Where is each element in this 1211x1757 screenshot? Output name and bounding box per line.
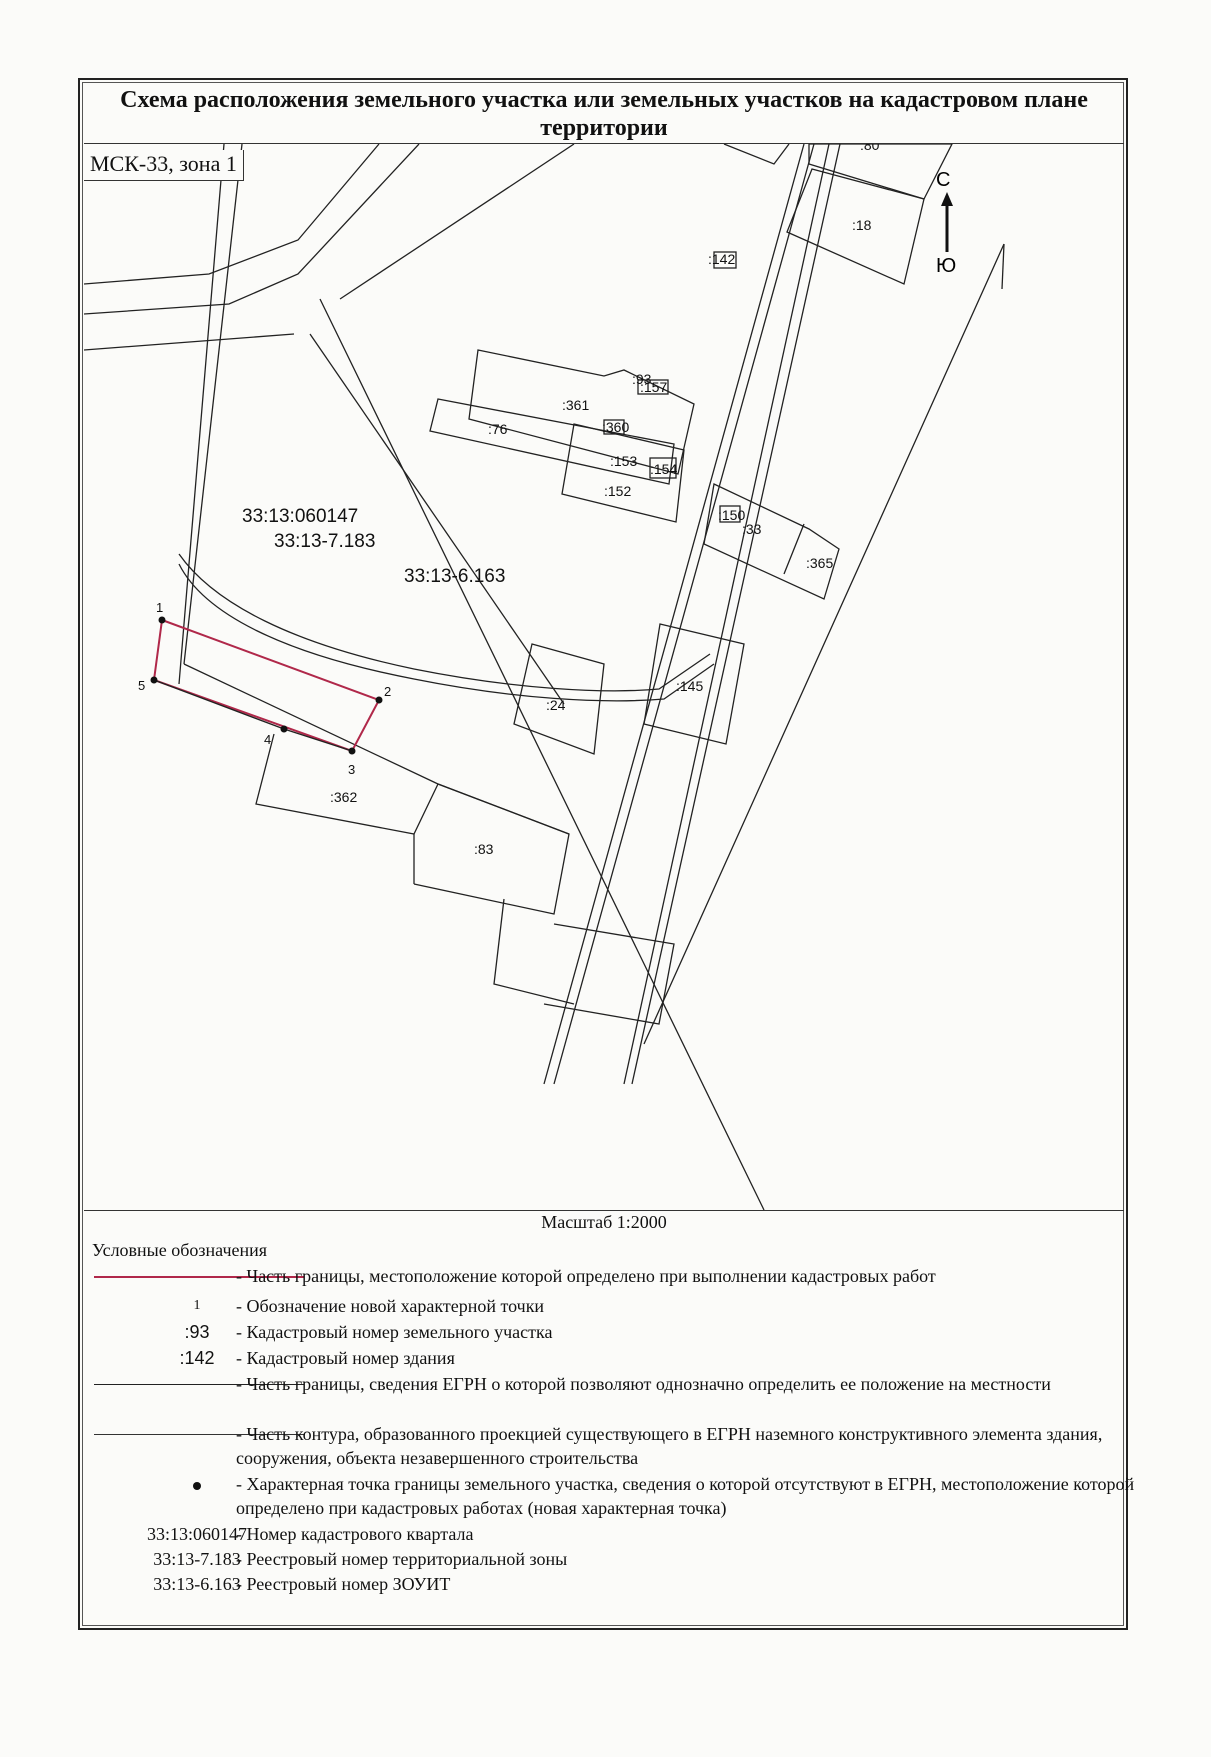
parcel-outline [513, 643, 605, 755]
railway-line [631, 144, 841, 1085]
parcel-outline [437, 783, 570, 835]
road-line [178, 553, 711, 692]
building-label: :150 [718, 507, 745, 523]
legend-red-line-icon [94, 1276, 304, 1278]
building-label: :360 [602, 419, 629, 435]
boundary-line [183, 144, 243, 665]
building-outline [649, 457, 677, 479]
building-outline [713, 251, 737, 269]
point-label: 2 [384, 684, 391, 699]
parcel-label: :83 [474, 841, 494, 857]
legend-text: - Кадастровый номер здания [236, 1348, 455, 1368]
point-label: 1 [156, 600, 163, 615]
parcel-outline [183, 663, 439, 785]
coordinate-system-label: МСК-33, зона 1 [84, 150, 244, 181]
boundary-line [309, 333, 565, 705]
parcel-outline [493, 898, 575, 1005]
zouit-label: 33:13-6.163 [404, 566, 505, 587]
scale-label: Масштаб 1:2000 [84, 1210, 1124, 1235]
road-line [178, 563, 715, 702]
legend-text: - Часть границы, местоположение которой … [236, 1266, 936, 1286]
parcel-outline [786, 168, 925, 285]
legend-black-line-icon [94, 1384, 304, 1385]
point-marker [280, 725, 288, 733]
road-line [84, 144, 380, 285]
page-title: Схема расположения земельного участка ил… [84, 84, 1124, 144]
railway-line [543, 144, 805, 1085]
parcel-label: :361 [562, 397, 589, 413]
parcel-label: :76 [488, 421, 508, 437]
railway-line [553, 144, 815, 1085]
railway-line [623, 144, 830, 1085]
boundary-line [643, 243, 1005, 1045]
parcel-label: :93 [632, 371, 652, 387]
legend-symbol: :142 [179, 1348, 215, 1368]
point-marker [158, 616, 166, 624]
zone-label: 33:13-7.183 [274, 531, 375, 552]
legend-title: Условные обозначения [92, 1240, 268, 1260]
parcel-outline [543, 923, 675, 1025]
building-label: :154 [650, 461, 677, 477]
inner-frame [82, 82, 1124, 1626]
legend-text: - Номер кадастрового квартала [236, 1524, 474, 1544]
legend-symbol: :93 [184, 1322, 210, 1342]
parcel-outline [468, 349, 695, 475]
parcel-label: :33 [742, 521, 762, 537]
road-line [84, 144, 420, 315]
legend-text: - Часть границы, сведения ЕГРН о которой… [236, 1374, 1051, 1394]
north-arrow: С Ю [936, 169, 956, 277]
legend-dot-icon [92, 1472, 302, 1496]
building-outline [637, 379, 669, 395]
legend-text: - Обозначение новой характерной точки [236, 1296, 545, 1316]
parcel-label: :365 [806, 555, 833, 571]
parcel-outline [808, 144, 953, 200]
parcel-outline [561, 423, 685, 523]
parcel-outline [703, 483, 840, 600]
parcel-outline [643, 623, 745, 745]
quarter-label: 33:13:060147 [242, 506, 358, 527]
legend-symbol: 1 [193, 1298, 201, 1313]
boundary-line [339, 144, 575, 300]
boundary-line [319, 298, 765, 1210]
legend-thin-line-icon [94, 1434, 304, 1435]
legend-symbol: 33:13:060147 [146, 1524, 247, 1544]
building-label: :157 [640, 379, 667, 395]
legend-text: - Часть контура, образованного проекцией… [236, 1424, 1103, 1468]
parcel-label: :24 [546, 697, 566, 713]
legend-symbol: 33:13-6.163 [153, 1574, 241, 1594]
legend-text: - Реестровый номер ЗОУИТ [236, 1574, 451, 1594]
point-label: 3 [348, 762, 355, 777]
outer-frame [78, 78, 1128, 1630]
building-outline [719, 505, 741, 523]
legend-symbol: 33:13-7.183 [153, 1549, 241, 1569]
point-label: 5 [138, 678, 145, 693]
point-marker [375, 696, 383, 704]
parcel-label: :362 [330, 789, 357, 805]
point-label: 4 [264, 732, 271, 747]
parcel-label: :18 [852, 217, 872, 233]
legend-text: - Характерная точка границы земельного у… [236, 1474, 1135, 1518]
building-label: :142 [708, 251, 735, 267]
legend-text: - Реестровый номер территориальной зоны [236, 1549, 568, 1569]
parcel-label: :80 [860, 144, 880, 153]
parcel-outline [723, 144, 790, 165]
compass-south-label: Ю [936, 255, 956, 277]
parcel-label: :145 [676, 678, 703, 694]
parcel-label: :152 [604, 483, 631, 499]
cadastral-map: 1 2 3 4 5 :80 :18 :361 :93 :76 :153 :152… [84, 144, 1005, 1210]
boundary-line [1001, 243, 1005, 290]
building-outline [603, 419, 625, 435]
compass-north-label: С [936, 169, 950, 191]
point-marker [150, 676, 158, 684]
road-line [84, 333, 295, 351]
legend-text: - Кадастровый номер земельного участка [236, 1322, 553, 1342]
parcel-label: :153 [610, 453, 637, 469]
parcel-outline [255, 733, 439, 835]
boundary-line [178, 144, 225, 685]
point-marker [348, 747, 356, 755]
parcel-outline [783, 523, 805, 575]
